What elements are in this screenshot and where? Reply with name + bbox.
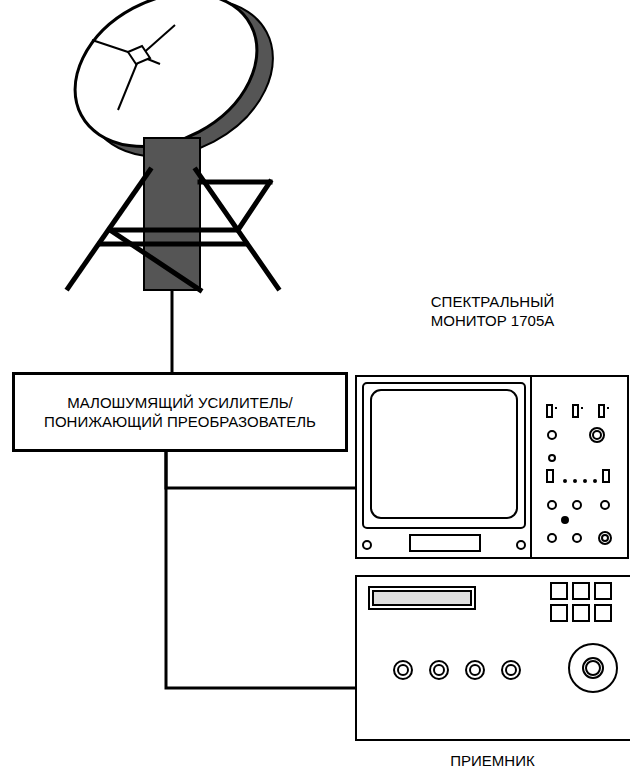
signal-cable bbox=[166, 452, 355, 488]
device-label: СПЕКТРАЛЬНЫЙ МОНИТОР 1705A bbox=[418, 292, 568, 330]
spectrum-monitor: СПЕКТРАЛЬНЫЙ МОНИТОР 1705A bbox=[355, 290, 630, 560]
antenna-cable bbox=[171, 290, 174, 372]
receiver: ПРИЕМНИК bbox=[355, 575, 630, 770]
box-label: МАЛОШУМЯЩИЙ УСИЛИТЕЛЬ/ ПОНИЖАЮЩИЙ ПРЕОБР… bbox=[25, 393, 335, 431]
converter-box: МАЛОШУМЯЩИЙ УСИЛИТЕЛЬ/ ПОНИЖАЮЩИЙ ПРЕОБР… bbox=[12, 372, 348, 452]
device-label: ПРИЕМНИК bbox=[355, 751, 630, 770]
signal-cable bbox=[166, 452, 355, 688]
tripod bbox=[68, 170, 278, 290]
feed-struts bbox=[92, 25, 175, 110]
receiver-device bbox=[355, 575, 630, 741]
mast bbox=[144, 138, 200, 290]
monitor-device bbox=[355, 375, 630, 560]
